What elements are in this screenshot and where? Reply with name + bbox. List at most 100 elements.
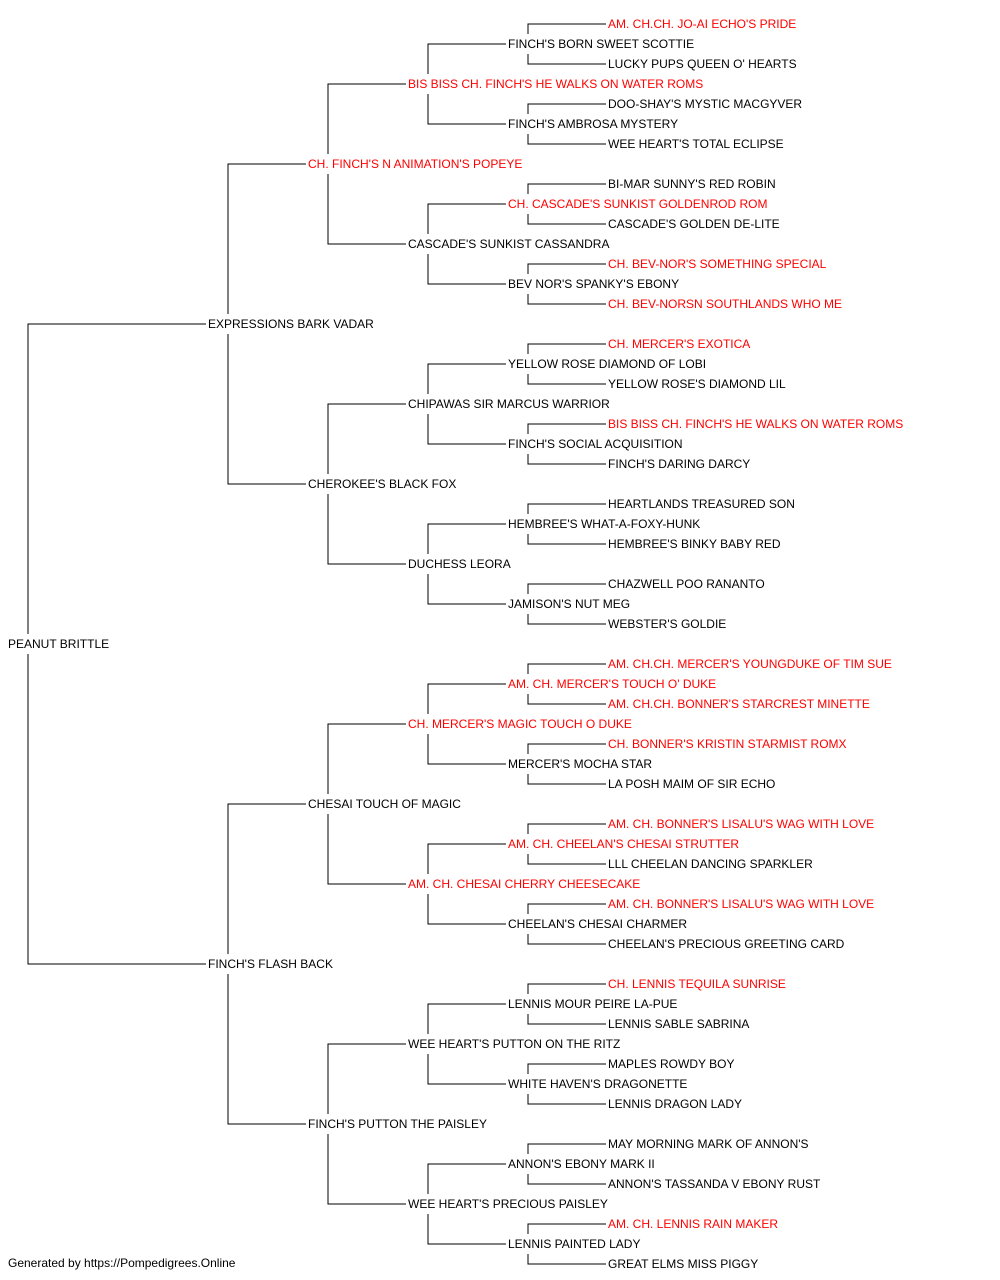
connector-sire [527,1143,606,1154]
pedigree-name-sire: AM. CH.CH. JO-AI ECHO'S PRIDE [608,17,796,31]
connector-dam [327,494,406,565]
pedigree-name-dam: WEE HEART'S TOTAL ECLIPSE [608,137,784,151]
footer-credit: Generated by https://Pompedigrees.Online [8,1256,236,1270]
connector-sire [527,983,606,994]
connector-sire [527,663,606,674]
pedigree-name-sire: CH. FINCH'S N ANIMATION'S POPEYE [308,157,522,171]
connector-sire [427,1003,506,1034]
connector-dam [527,374,606,385]
pedigree-name-dam: CASCADE'S GOLDEN DE-LITE [608,217,780,231]
pedigree-name-sire: WEE HEART'S PUTTON ON THE RITZ [408,1037,620,1051]
pedigree-name-dam: BEV NOR'S SPANKY'S EBONY [508,277,679,291]
pedigree-name-sire: CH. MERCER'S EXOTICA [608,337,750,351]
connector-sire [427,203,506,234]
pedigree-name-dam: FINCH'S AMBROSA MYSTERY [508,117,678,131]
connector-sire [327,403,406,474]
pedigree-name-dam: LENNIS PAINTED LADY [508,1237,640,1251]
pedigree-name-sire: FINCH'S BORN SWEET SCOTTIE [508,37,694,51]
pedigree-name-sire: AM. CH. MERCER'S TOUCH O' DUKE [508,677,716,691]
pedigree-name-dam: GREAT ELMS MISS PIGGY [608,1257,758,1271]
connector-dam [527,774,606,785]
pedigree-name-dam: CHEELAN'S CHESAI CHARMER [508,917,687,931]
pedigree-name-sire: AM. CH.CH. MERCER'S YOUNGDUKE OF TIM SUE [608,657,892,671]
connector-dam [427,254,506,285]
pedigree-name-dam: HEMBREE'S BINKY BABY RED [608,537,781,551]
pedigree-name-dam: YELLOW ROSE'S DIAMOND LIL [608,377,786,391]
pedigree-name-sire: CHESAI TOUCH OF MAGIC [308,797,461,811]
connector-dam [427,894,506,925]
pedigree-name-dam: LUCKY PUPS QUEEN O' HEARTS [608,57,797,71]
connector-sire [327,1043,406,1114]
pedigree-name-dam: MERCER'S MOCHA STAR [508,757,652,771]
connector-dam [527,534,606,545]
pedigree-name-sire: HEARTLANDS TREASURED SON [608,497,795,511]
pedigree-name-sire: LENNIS MOUR PEIRE LA-PUE [508,997,677,1011]
pedigree-name-sire: CH. MERCER'S MAGIC TOUCH O DUKE [408,717,632,731]
pedigree-name-dam: FINCH'S SOCIAL ACQUISITION [508,437,683,451]
pedigree-name-dam: DUCHESS LEORA [408,557,511,571]
pedigree-name-dam: WEE HEART'S PRECIOUS PAISLEY [408,1197,608,1211]
pedigree-name-dam: LENNIS SABLE SABRINA [608,1017,749,1031]
connector-dam [527,934,606,945]
connector-sire [527,1223,606,1234]
pedigree-name-sire: MAPLES ROWDY BOY [608,1057,734,1071]
pedigree-name-dam: CHEELAN'S PRECIOUS GREETING CARD [608,937,845,951]
connector-dam [527,454,606,465]
pedigree-name-sire: AM. CH. CHEELAN'S CHESAI STRUTTER [508,837,739,851]
pedigree-name-sire: EXPRESSIONS BARK VADAR [208,317,374,331]
connector-sire [527,583,606,594]
connector-dam [527,1014,606,1025]
pedigree-name-sire: YELLOW ROSE DIAMOND OF LOBI [508,357,706,371]
connector-dam [527,1094,606,1105]
connector-sire [427,683,506,714]
connector-dam [427,1054,506,1085]
connector-sire [527,423,606,434]
pedigree-name-sire: BIS BISS CH. FINCH'S HE WALKS ON WATER R… [608,417,903,431]
pedigree-name-sire: AM. CH. BONNER'S LISALU'S WAG WITH LOVE [608,817,874,831]
pedigree-name-dam: CH. BEV-NORSN SOUTHLANDS WHO ME [608,297,842,311]
connector-sire [527,823,606,834]
connector-sire [427,43,506,74]
pedigree-name-dam: LA POSH MAIM OF SIR ECHO [608,777,775,791]
pedigree-name-sire: AM. CH. LENNIS RAIN MAKER [608,1217,778,1231]
connector-sire [327,723,406,794]
connector-sire [227,803,306,954]
connector-sire [527,103,606,114]
pedigree-name-dam: JAMISON'S NUT MEG [508,597,630,611]
connector-sire [527,183,606,194]
pedigree-name-sire: DOO-SHAY'S MYSTIC MACGYVER [608,97,802,111]
pedigree-name-sire: CH. BONNER'S KRISTIN STARMIST ROMX [608,737,847,751]
connector-dam [27,654,206,965]
pedigree-name-dam: CASCADE'S SUNKIST CASSANDRA [408,237,609,251]
pedigree-name-sire: BIS BISS CH. FINCH'S HE WALKS ON WATER R… [408,77,703,91]
pedigree-name-sire: MAY MORNING MARK OF ANNON'S [608,1137,809,1151]
connector-sire [527,343,606,354]
pedigree-name-dam: CHEROKEE'S BLACK FOX [308,477,456,491]
connector-lines [27,23,606,1265]
connector-dam [427,574,506,605]
pedigree-name-dam: ANNON'S TASSANDA V EBONY RUST [608,1177,821,1191]
connector-sire [427,1163,506,1194]
connector-sire [227,163,306,314]
connector-dam [527,694,606,705]
pedigree-name-sire: CH. CASCADE'S SUNKIST GOLDENROD ROM [508,197,767,211]
connector-dam [427,414,506,445]
connector-sire [27,323,206,634]
connector-dam [427,1214,506,1245]
connector-dam [527,614,606,625]
pedigree-name-sire: CHAZWELL POO RANANTO [608,577,765,591]
connector-dam [527,1254,606,1265]
pedigree-name-dam: FINCH'S PUTTON THE PAISLEY [308,1117,487,1131]
pedigree-name-dam: LENNIS DRAGON LADY [608,1097,742,1111]
connector-dam [327,814,406,885]
pedigree-name-dam: FINCH'S DARING DARCY [608,457,750,471]
connector-dam [427,94,506,125]
connector-sire [527,23,606,34]
pedigree-name-dam: WHITE HAVEN'S DRAGONETTE [508,1077,687,1091]
connector-dam [327,174,406,245]
connector-dam [227,974,306,1125]
connector-dam [527,854,606,865]
pedigree-name-dam: LLL CHEELAN DANCING SPARKLER [608,857,813,871]
